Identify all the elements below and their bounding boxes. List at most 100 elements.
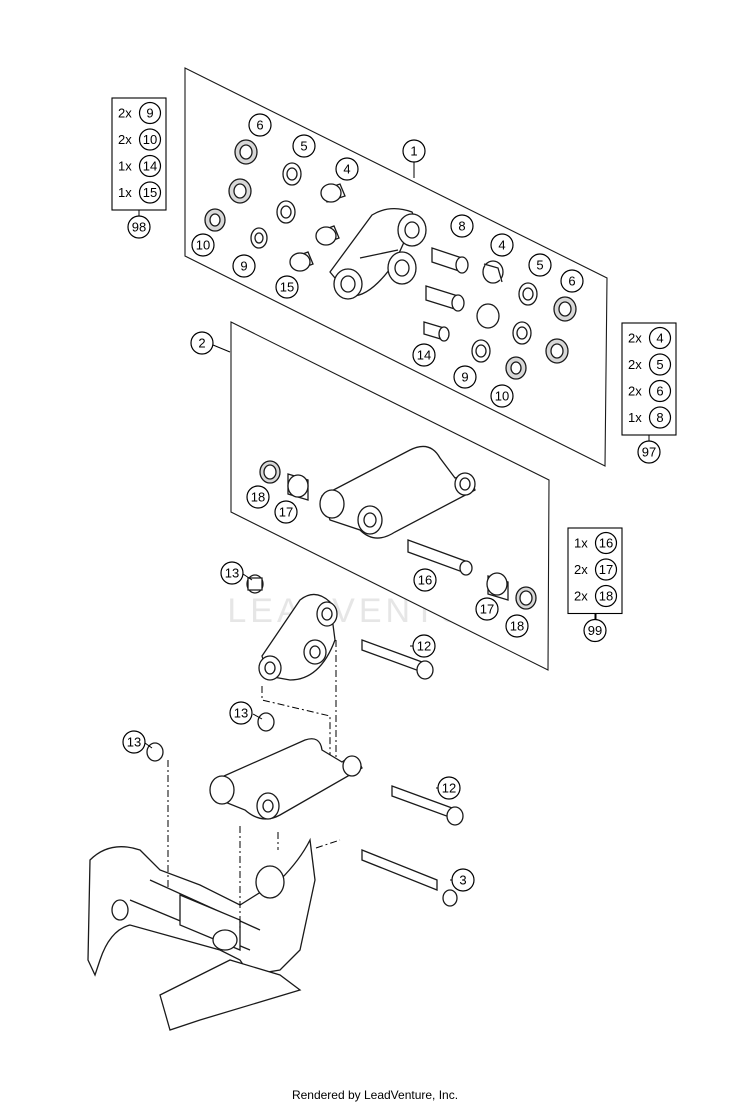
- kit-row: 2x 5: [628, 353, 672, 376]
- kit-row-part: 9: [146, 106, 153, 121]
- svg-text:13: 13: [127, 735, 141, 750]
- callout-13c[interactable]: 13: [122, 730, 146, 754]
- svg-text:16: 16: [418, 573, 432, 588]
- kit-row-callout-circle: [594, 531, 618, 555]
- callout-12a[interactable]: 12: [412, 634, 436, 658]
- panel1-left-parts: [204, 139, 346, 272]
- svg-text:13: 13: [234, 706, 248, 721]
- svg-text:4: 4: [343, 162, 350, 177]
- kit-row: 2x 10: [118, 128, 162, 151]
- svg-text:12: 12: [417, 639, 431, 654]
- svg-text:6: 6: [568, 274, 575, 289]
- callout-17b[interactable]: 17: [475, 597, 499, 621]
- kit-id-label: 97: [642, 445, 656, 460]
- kit-row-part: 16: [599, 536, 613, 551]
- callout-10a[interactable]: 10: [191, 233, 215, 257]
- svg-text:12: 12: [442, 781, 456, 796]
- kit-row-callout-circle: [648, 379, 672, 403]
- svg-text:6: 6: [256, 118, 263, 133]
- callout-13a[interactable]: 13: [220, 561, 244, 585]
- svg-text:17: 17: [279, 505, 293, 520]
- callout-9b[interactable]: 9: [453, 365, 477, 389]
- callout-14[interactable]: 14: [412, 343, 436, 367]
- callout-10b[interactable]: 10: [490, 384, 514, 408]
- kit-row-qty: 2x: [118, 106, 132, 121]
- kit-row-callout-circle: [138, 154, 162, 178]
- kit-row-qty: 1x: [118, 185, 132, 200]
- svg-text:15: 15: [280, 280, 294, 295]
- svg-text:18: 18: [251, 490, 265, 505]
- callout-9a[interactable]: 9: [232, 254, 256, 278]
- kit-id-callout: 97: [637, 440, 661, 464]
- svg-text:2: 2: [198, 336, 205, 351]
- kit-row-callout-circle: [138, 128, 162, 151]
- callout-13b[interactable]: 13: [229, 701, 253, 725]
- callout-2[interactable]: 2: [190, 331, 214, 355]
- callout-18b[interactable]: 18: [505, 614, 529, 638]
- callout-15[interactable]: 15: [275, 275, 299, 299]
- alignment-lines: [167, 640, 341, 930]
- kit-row-callout-circle: [648, 406, 672, 429]
- callout-6b[interactable]: 6: [560, 269, 584, 293]
- kit-row: 1x 8: [628, 406, 672, 429]
- link-lever-part: [329, 208, 427, 300]
- callout-5b[interactable]: 5: [528, 253, 552, 277]
- kit-row-part: 4: [656, 331, 663, 346]
- kit-row-qty: 1x: [118, 159, 132, 174]
- kit-row-callout-circle: [138, 101, 162, 125]
- kit-row-qty: 1x: [574, 536, 588, 551]
- kit-row-qty: 2x: [574, 562, 588, 577]
- kit-row-part: 14: [143, 159, 157, 174]
- kit-row: 2x 17: [574, 558, 618, 581]
- kit-row: 1x 16: [574, 531, 618, 555]
- panel1-right-parts: [423, 247, 577, 380]
- svg-text:9: 9: [461, 370, 468, 385]
- callout-4b[interactable]: 4: [490, 233, 514, 257]
- callout-12b[interactable]: 12: [437, 776, 461, 800]
- kit-row-part: 15: [143, 185, 157, 200]
- callout-6a[interactable]: 6: [248, 113, 272, 137]
- svg-text:10: 10: [495, 389, 509, 404]
- svg-text:18: 18: [510, 619, 524, 634]
- kit-row-qty: 2x: [628, 384, 642, 399]
- svg-text:8: 8: [458, 219, 465, 234]
- svg-text:17: 17: [480, 602, 494, 617]
- kit-row: 1x 15: [118, 181, 162, 204]
- kit-row-qty: 1x: [628, 410, 642, 425]
- svg-text:4: 4: [498, 238, 505, 253]
- kit-id-callout: 99: [583, 618, 607, 643]
- callout-5a[interactable]: 5: [292, 134, 316, 158]
- kit-row-qty: 2x: [118, 132, 132, 147]
- callout-17a[interactable]: 17: [274, 500, 298, 524]
- callout-3[interactable]: 3: [451, 868, 475, 892]
- frame-swingarm-part: [87, 837, 316, 1031]
- kit-row-qty: 2x: [628, 357, 642, 372]
- kit-row-part: 5: [656, 357, 663, 372]
- kit-row-callout-circle: [648, 326, 672, 350]
- callout-1[interactable]: 1: [402, 139, 426, 163]
- callout-16[interactable]: 16: [413, 568, 437, 592]
- kit-row: 2x 9: [118, 101, 162, 125]
- upper-lever-assembly: [246, 574, 434, 681]
- kit-row-part: 17: [599, 562, 613, 577]
- svg-text:3: 3: [459, 873, 466, 888]
- svg-text:10: 10: [196, 238, 210, 253]
- callout-4a[interactable]: 4: [335, 157, 359, 181]
- kit-row-callout-circle: [594, 558, 618, 581]
- svg-text:5: 5: [536, 258, 543, 273]
- callout-8[interactable]: 8: [450, 214, 474, 238]
- kit-id-label: 98: [132, 220, 146, 235]
- kit-box-98[interactable]: 2x 9 2x 10 1x 14 1x 15 98: [111, 97, 167, 239]
- footer-credit: Rendered by LeadVenture, Inc.: [291, 1088, 459, 1102]
- kit-row-part: 8: [656, 410, 663, 425]
- kit-row-part: 10: [143, 132, 157, 147]
- callout-18a[interactable]: 18: [246, 485, 270, 509]
- kit-row-qty: 2x: [574, 589, 588, 604]
- lower-lever-assembly: [146, 712, 464, 907]
